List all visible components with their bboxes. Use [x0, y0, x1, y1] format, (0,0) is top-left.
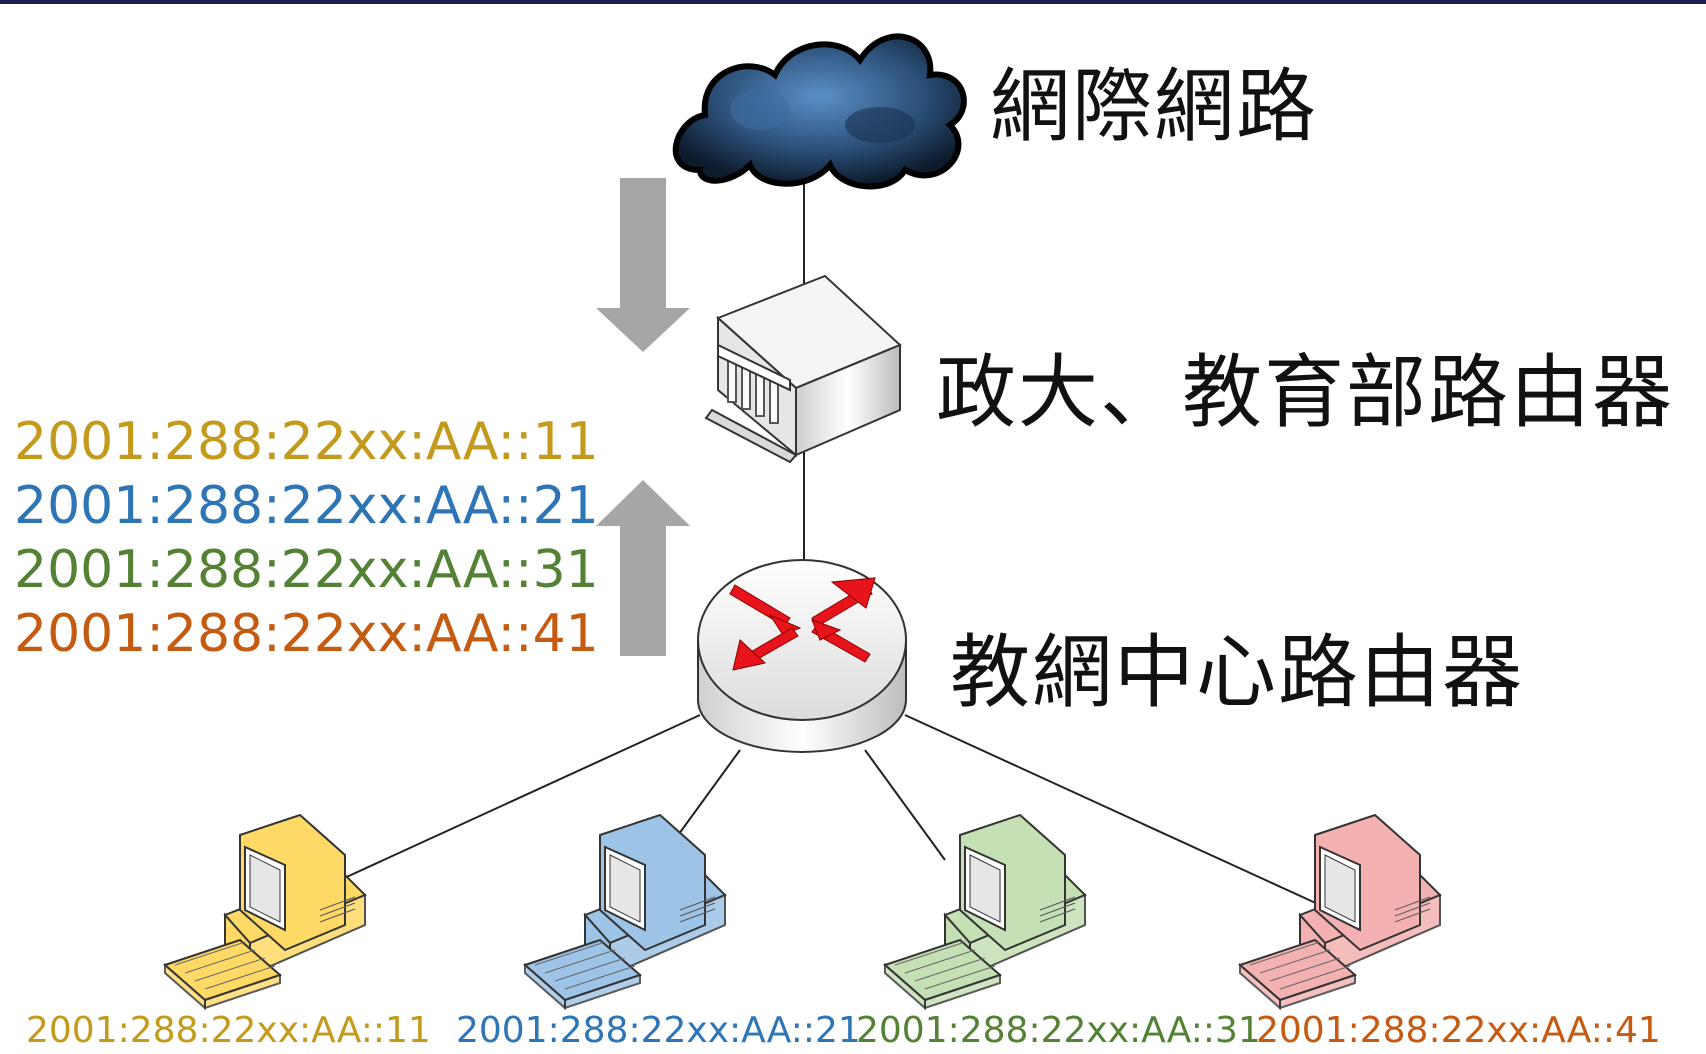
link-center-pc4: [904, 714, 1321, 906]
link-center-pc1: [339, 714, 701, 881]
address-list-item-3: 2001:288:22xx:AA::31: [14, 540, 599, 600]
arrow-down-icon: [596, 178, 690, 352]
computer-3-address: 2001:288:22xx:AA::31: [856, 1010, 1261, 1051]
internet-label: 網際網路: [990, 60, 1318, 153]
router-icon: [697, 559, 907, 753]
computers-group: [163, 813, 1442, 1011]
arrow-up-icon: [596, 480, 690, 656]
address-list-item-2: 2001:288:22xx:AA::21: [14, 476, 599, 536]
address-list-item-4: 2001:288:22xx:AA::41: [14, 604, 599, 664]
computer-1-address: 2001:288:22xx:AA::11: [26, 1010, 431, 1051]
computer-icon: [883, 813, 1087, 1011]
link-center-pc3: [864, 749, 946, 861]
computer-icon: [163, 813, 367, 1011]
cloud-icon: [672, 33, 967, 190]
address-list-item-1: 2001:288:22xx:AA::11: [14, 412, 599, 472]
computer-icon: [523, 813, 727, 1011]
top-border: [0, 0, 1706, 4]
building-router-icon: [704, 274, 902, 464]
computer-4-address: 2001:288:22xx:AA::41: [1256, 1010, 1661, 1051]
upstream-router-label: 政大、教育部路由器: [936, 346, 1674, 439]
computer-2-address: 2001:288:22xx:AA::21: [456, 1010, 861, 1051]
computer-icon: [1238, 813, 1442, 1011]
center-router-label: 教網中心路由器: [950, 626, 1524, 719]
